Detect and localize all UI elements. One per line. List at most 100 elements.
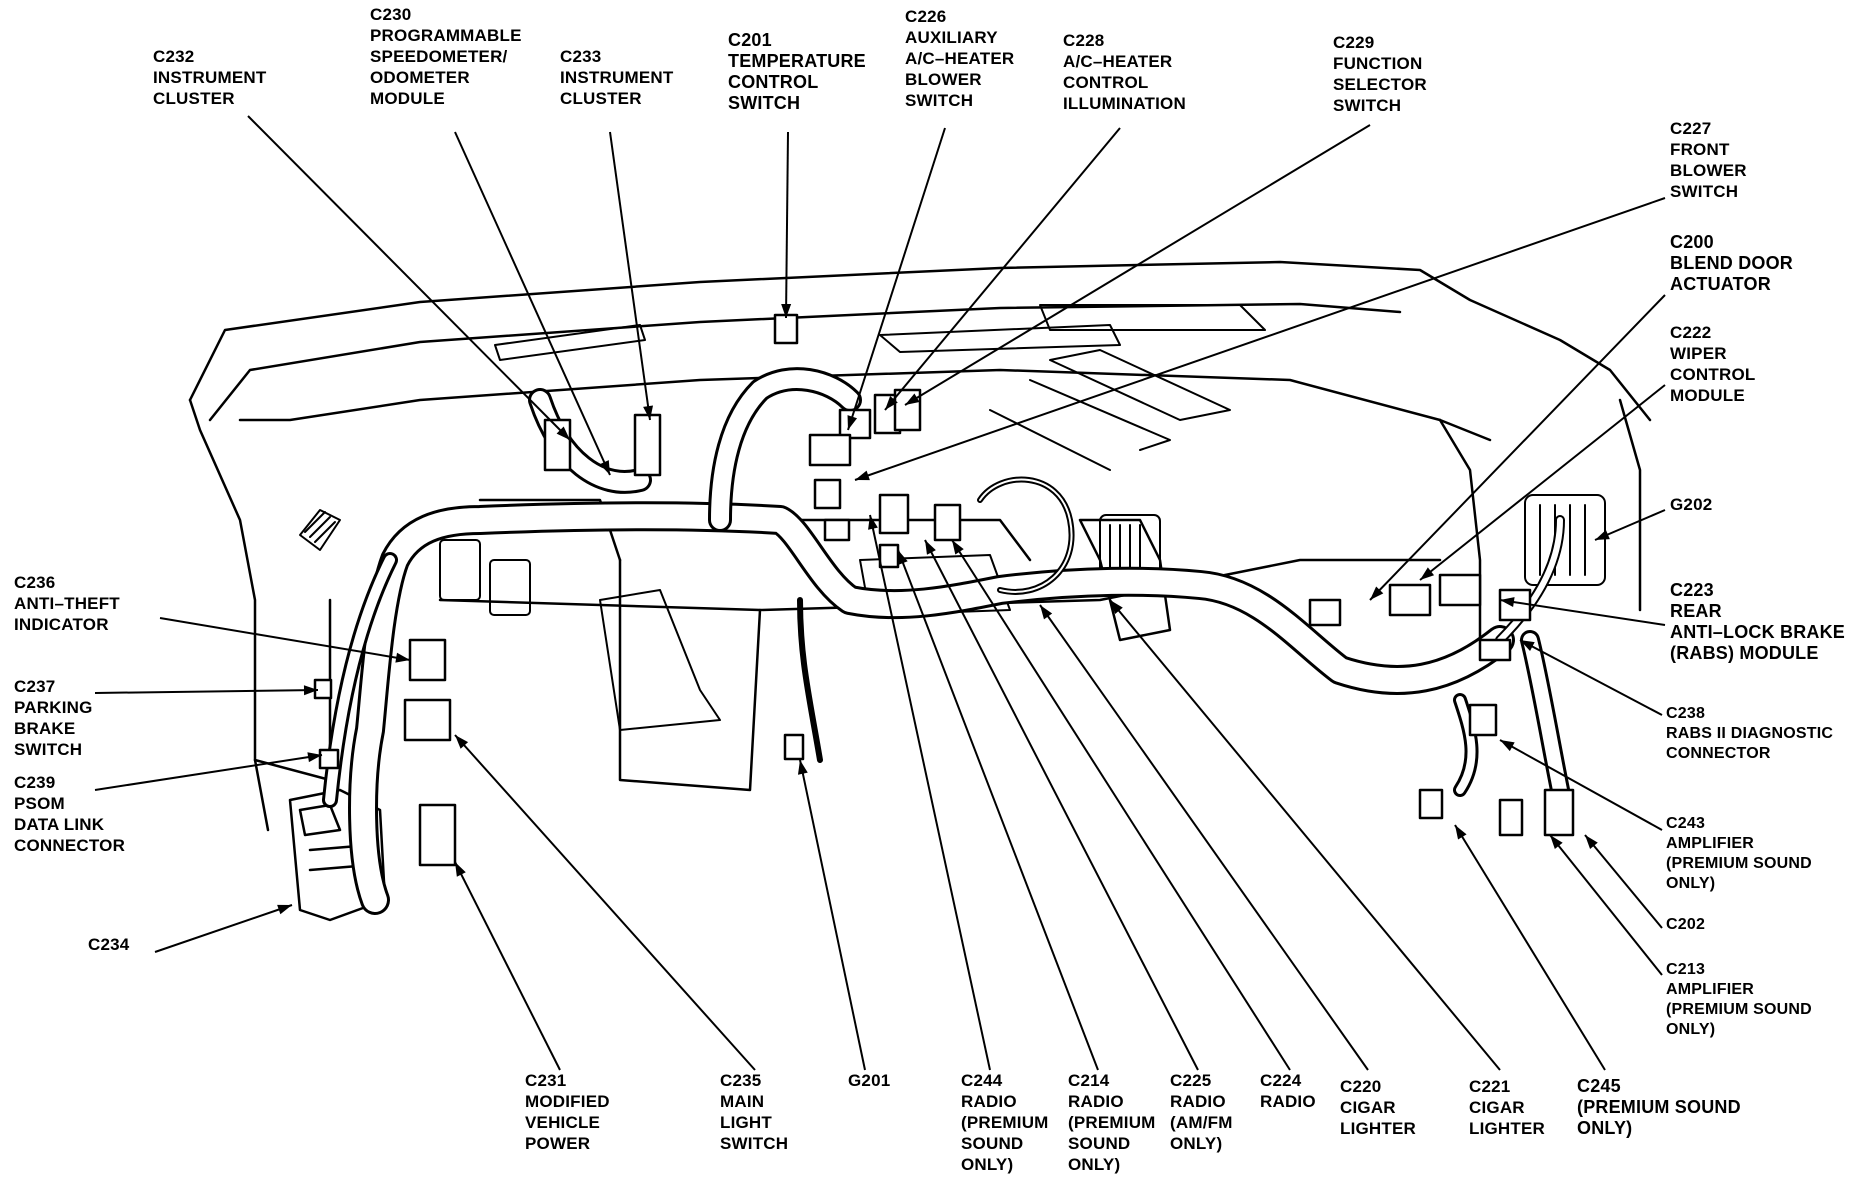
leader-c221 [1109, 599, 1501, 1071]
leader-c235-arrowhead [455, 735, 469, 749]
leader-c233-arrowhead [643, 405, 654, 420]
leader-c231 [454, 861, 561, 1071]
label-line: C231 [525, 1071, 567, 1090]
leader-c200-arrowhead [1370, 586, 1384, 600]
leader-c238 [1519, 639, 1663, 716]
label-line: LIGHTER [1340, 1119, 1417, 1138]
leader-c223-arrowhead [1500, 597, 1515, 608]
label-line: ONLY) [1068, 1155, 1121, 1174]
leader-c239-arrowhead [307, 752, 322, 763]
label-line: C245 [1577, 1076, 1621, 1096]
label-line: C221 [1469, 1077, 1511, 1096]
label-line: ILLUMINATION [1063, 94, 1186, 113]
leader-c223 [1499, 599, 1666, 626]
label-line: ONLY) [1577, 1118, 1633, 1138]
label-line: SWITCH [905, 91, 974, 110]
leader-c245-arrowhead [1455, 825, 1467, 840]
label-line: LIGHT [720, 1113, 772, 1132]
leader-c228 [884, 127, 1121, 411]
label-line: C243 [1666, 815, 1706, 832]
label-line: MODIFIED [525, 1092, 610, 1111]
label-line: ONLY) [961, 1155, 1014, 1174]
leader-c224 [951, 539, 1291, 1071]
label-line: C226 [905, 7, 947, 26]
leader-c202-arrowhead [1585, 835, 1598, 849]
leader-c213-arrowhead [1550, 835, 1563, 850]
leader-c235 [454, 734, 756, 1071]
leader-c227 [854, 197, 1666, 481]
label-line: C200 [1670, 232, 1714, 252]
leader-c231-arrowhead [455, 862, 466, 877]
leader-g201 [799, 759, 866, 1071]
label-line: C202 [1666, 916, 1706, 933]
label-line: TEMPERATURE [728, 51, 866, 71]
leader-c225-arrowhead [925, 540, 936, 555]
leader-lines [94, 115, 1666, 1071]
leader-c232 [247, 115, 571, 441]
label-line: (AM/FM [1170, 1113, 1233, 1132]
leader-c201-arrowhead [781, 303, 792, 318]
leader-c237-arrowhead [303, 685, 318, 696]
label-line: SPEEDOMETER/ [370, 47, 508, 66]
label-line: MODULE [1670, 386, 1745, 405]
label-line: CONTROL [728, 72, 819, 92]
label-line: SOUND [1068, 1134, 1131, 1153]
leader-c202 [1584, 834, 1663, 929]
label-line: C235 [720, 1071, 762, 1090]
label-line: C222 [1670, 323, 1712, 342]
label-line: CLUSTER [153, 89, 235, 108]
label-line: A/C–HEATER [905, 49, 1015, 68]
label-line: CLUSTER [560, 89, 642, 108]
label-line: G202 [1670, 495, 1713, 514]
vent-openings [494, 304, 1266, 471]
label-g201: G201 [848, 1070, 890, 1091]
leader-c226 [847, 127, 946, 431]
label-line: INDICATOR [14, 615, 109, 634]
label-line: C238 [1666, 705, 1706, 722]
label-line: C230 [370, 5, 412, 24]
label-c245: C245(PREMIUM SOUND ONLY) [1577, 1076, 1741, 1139]
label-line: (PREMIUM SOUND [1577, 1097, 1741, 1117]
label-line: C232 [153, 47, 195, 66]
label-line: MAIN [720, 1092, 765, 1111]
label-line: CONTROL [1670, 365, 1756, 384]
label-line: POWER [525, 1134, 591, 1153]
leader-c213 [1549, 834, 1663, 976]
label-line: C228 [1063, 31, 1105, 50]
left-vent [299, 509, 341, 551]
label-line: ANTI–LOCK BRAKE [1670, 622, 1846, 642]
label-line: CONTROL [1063, 73, 1149, 92]
leader-c229 [904, 124, 1371, 406]
label-line: ANTI–THEFT [14, 594, 120, 613]
label-line: (PREMIUM SOUND [1666, 1001, 1812, 1018]
dashboard-outline [188, 260, 1652, 832]
label-line: ONLY) [1170, 1134, 1223, 1153]
label-line: C234 [88, 935, 130, 954]
label-line: RADIO [1170, 1092, 1226, 1111]
leader-c239 [94, 754, 323, 791]
main-harness [322, 367, 1570, 915]
leader-c226-arrowhead [847, 415, 858, 430]
label-line: CIGAR [1340, 1098, 1396, 1117]
label-line: A/C–HEATER [1063, 52, 1173, 71]
leader-g201-arrowhead [797, 760, 808, 775]
leader-c201 [785, 131, 789, 319]
label-line: ONLY) [1666, 875, 1716, 892]
leader-c228-arrowhead [885, 396, 898, 410]
